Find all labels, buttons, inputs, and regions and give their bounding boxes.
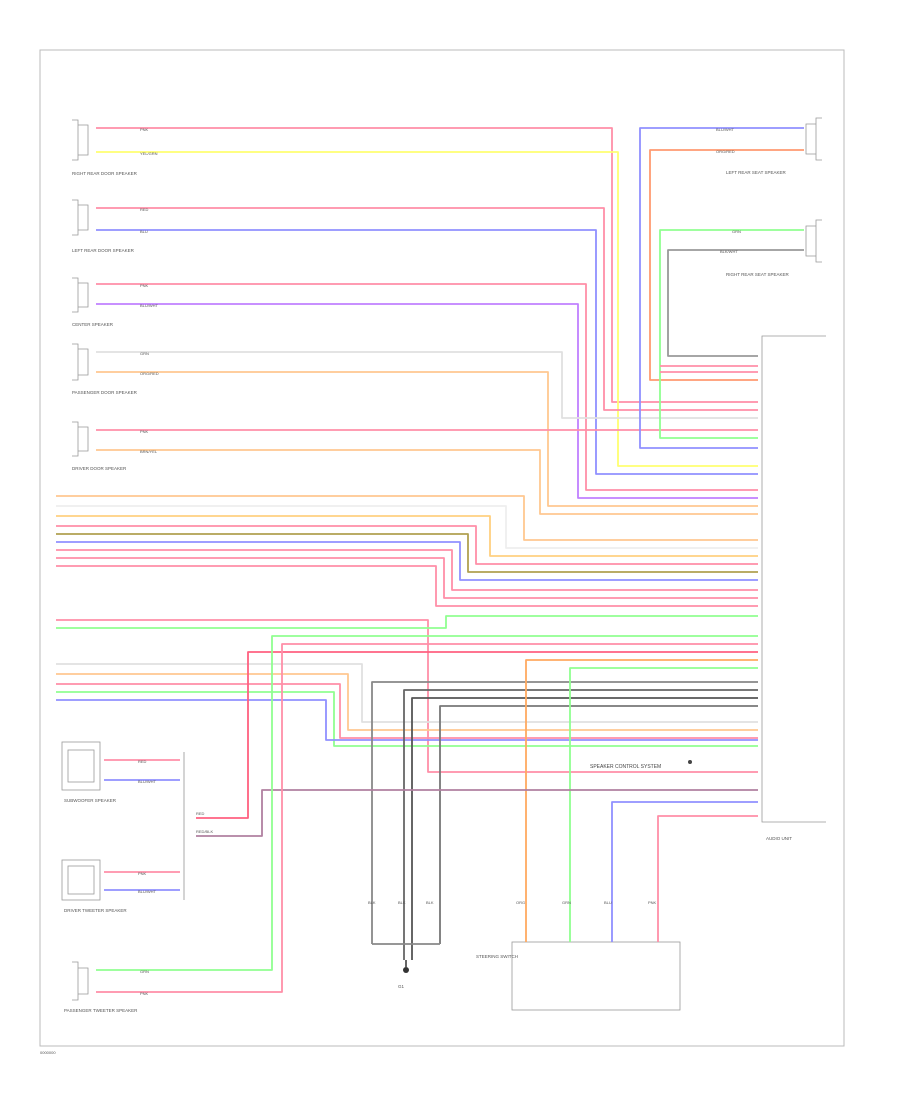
wire-label-blk-3: BLK — [426, 900, 434, 905]
wire-label-brn-yel: BRN/YEL — [140, 449, 158, 454]
wire-label-blu-wht: BLU/WHT — [140, 303, 159, 308]
steering-switch-box — [511, 941, 681, 1011]
diagram-frame — [39, 49, 845, 1047]
wire-label-pnk-sw: PNK — [648, 900, 657, 905]
label-passenger-door: PASSENGER DOOR SPEAKER — [72, 390, 138, 395]
wires — [56, 127, 804, 993]
wire-label-blu-wht-tw2: BLU/WHT — [138, 889, 157, 894]
wire-label-blu-wht-2: BLU/WHT — [716, 127, 735, 132]
subwoofer-boxes — [61, 741, 101, 901]
wire-label-grn-sw: GRN — [562, 900, 571, 905]
label-driver-door: DRIVER DOOR SPEAKER — [72, 466, 127, 471]
label-passenger-tweeter: PASSENGER TWEETER SPEAKER — [64, 1008, 138, 1013]
left-connectors — [72, 119, 89, 1001]
wire-label-pnk-3: PNK — [140, 429, 149, 434]
wire-label-blu-1: BLU — [140, 229, 148, 234]
wire-label-pnk-tw: PNK — [138, 871, 147, 876]
label-center: CENTER SPEAKER — [72, 322, 114, 327]
wire-label-blk-2: BLK — [398, 900, 406, 905]
wire-label-yel-grn: YEL/GRN — [140, 151, 158, 156]
wire-label-blk-1: BLK — [368, 900, 376, 905]
speaker-control-note: SPEAKER CONTROL SYSTEM — [590, 764, 661, 770]
wire-label-red-tw: RED — [138, 759, 147, 764]
wire-label-blu-wht-tw: BLU/WHT — [138, 779, 157, 784]
label-right-rear-door: RIGHT REAR DOOR SPEAKER — [72, 171, 138, 176]
wire-label-blu-sw: BLU — [604, 900, 612, 905]
wire-label-red-sub: RED — [196, 811, 205, 816]
wire-label-org-red-2: ORG/RED — [716, 149, 735, 154]
label-subwoofer: SUBWOOFER SPEAKER — [64, 798, 117, 803]
label-left-rear-door: LEFT REAR DOOR SPEAKER — [72, 248, 135, 253]
wire-label-grn: GRN — [140, 351, 149, 356]
wire-label-pnk-pt: PNK — [140, 991, 149, 996]
label-audio-unit: AUDIO UNIT — [766, 836, 792, 841]
wire-label-red-1: RED — [140, 207, 149, 212]
label-ground: G1 — [398, 984, 405, 989]
wire-label-pnk-2: PNK — [140, 283, 149, 288]
audio-unit-box — [761, 335, 826, 823]
footer-code: 0000000 — [40, 1050, 56, 1055]
wire-label-pnk-1: PNK — [140, 127, 149, 132]
label-steering-switch: STEERING SWITCH — [476, 954, 518, 959]
wire-label-org-sw: ORG — [516, 900, 525, 905]
ground-symbol — [403, 960, 409, 973]
wire-label-grn-2: GRN — [732, 229, 741, 234]
label-right-rear-seat: RIGHT REAR SEAT SPEAKER — [726, 272, 790, 277]
wire-label-blk-wht: BLK/WHT — [720, 249, 738, 254]
label-driver-tweeter: DRIVER TWEETER SPEAKER — [64, 908, 127, 913]
label-left-rear-seat: LEFT REAR SEAT SPEAKER — [726, 170, 787, 175]
junction-marker — [688, 760, 692, 764]
wire-label-grn-pt: GRN — [140, 969, 149, 974]
wire-label-org-red: ORG/RED — [140, 371, 159, 376]
wire-label-red-blk: RED/BLK — [196, 829, 213, 834]
right-connectors — [805, 117, 822, 263]
